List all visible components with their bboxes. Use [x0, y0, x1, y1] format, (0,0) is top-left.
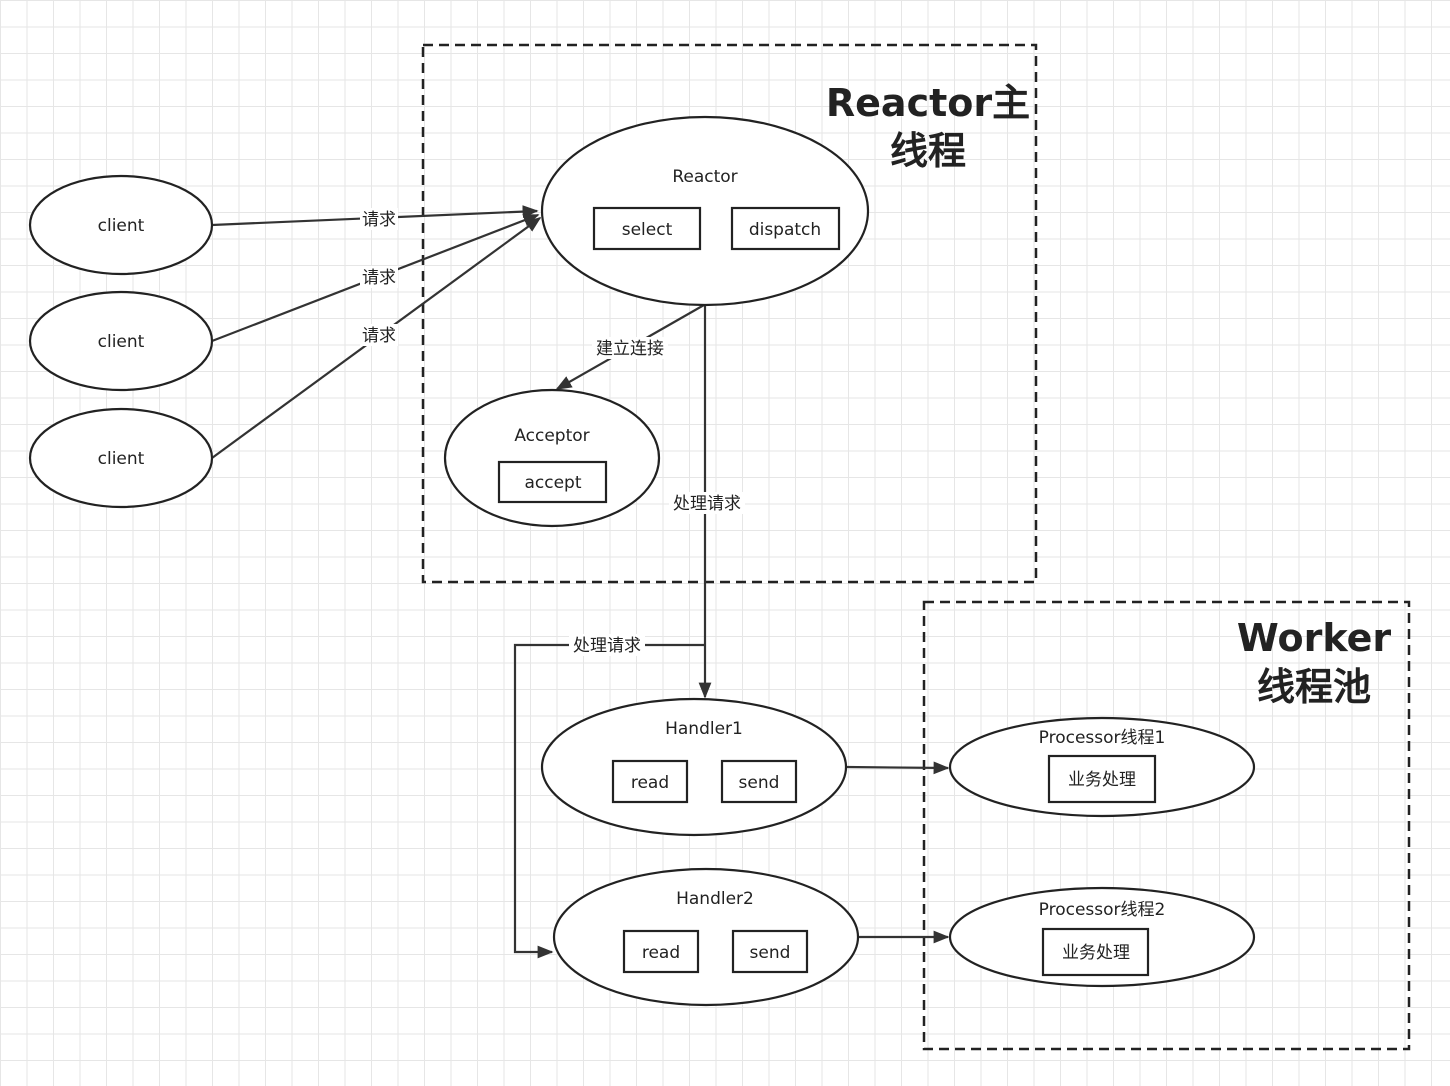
reactor-main-thread-border: [421, 43, 1038, 584]
accept-label: accept: [524, 473, 581, 493]
processor1-node: Processor线程1 业务处理: [948, 716, 1256, 818]
dispatch-label: dispatch: [749, 220, 821, 240]
handler1-send-label: send: [739, 773, 780, 793]
handler2-node: Handler2 read send: [552, 867, 860, 1007]
handler2-read-label: read: [642, 943, 680, 963]
acceptor-node: Acceptor accept: [443, 388, 661, 528]
edge-label-process-branch: 处理请求: [573, 636, 641, 656]
client-node-3: client: [28, 407, 214, 509]
client-label: client: [98, 332, 145, 352]
reactor-main-thread-group: Reactor主 线程: [421, 43, 1038, 584]
dispatch-box: [730, 206, 841, 251]
accept-box: [497, 460, 608, 504]
handler1-read-box: [611, 759, 689, 804]
edge-label-request3: 请求: [362, 326, 396, 346]
client-label: client: [98, 449, 145, 469]
handler2-send-label: send: [750, 943, 791, 963]
reactor-node: Reactor select dispatch: [540, 115, 870, 307]
edge-handler1-processor1: [846, 761, 950, 775]
select-label: select: [622, 220, 673, 240]
edge-label-connect: 建立连接: [596, 339, 664, 359]
handler1-node: Handler1 read send: [540, 697, 848, 837]
handler2-label: Handler2: [676, 889, 754, 909]
worker-thread-pool-title-line2: 线程池: [1257, 665, 1371, 709]
processor2-task-box: [1041, 927, 1150, 977]
client-node-2: client: [28, 290, 214, 392]
worker-thread-pool-title-line1: Worker: [1237, 616, 1391, 660]
handler1-read-label: read: [631, 773, 669, 793]
edge-label-request1: 请求: [362, 210, 396, 230]
edge-labels: 请求 请求 请求 建立连接 处理请求 处理请求: [360, 208, 745, 656]
processor1-task-box: [1047, 754, 1157, 804]
select-box: [592, 206, 702, 251]
processor2-task-label: 业务处理: [1062, 943, 1130, 963]
reactor-main-thread-title-line1: Reactor主: [826, 81, 1030, 125]
processor2-node: Processor线程2 业务处理: [948, 886, 1256, 988]
edge-label-process-main: 处理请求: [673, 494, 741, 514]
acceptor-label: Acceptor: [514, 426, 589, 446]
edge-label-request2: 请求: [362, 268, 396, 288]
client-node-1: client: [28, 174, 214, 276]
processor1-label: Processor线程1: [1039, 728, 1166, 748]
worker-thread-pool-border: [922, 600, 1411, 1051]
processor2-label: Processor线程2: [1039, 900, 1166, 920]
handler1-send-box: [720, 759, 798, 804]
reactor-label: Reactor: [672, 167, 737, 187]
processor1-task-label: 业务处理: [1068, 770, 1136, 790]
reactor-main-thread-title-line2: 线程: [890, 129, 966, 173]
client-label: client: [98, 216, 145, 236]
handler2-read-box: [622, 929, 700, 974]
worker-thread-pool-group: Worker 线程池: [922, 600, 1411, 1051]
handler2-send-box: [731, 929, 809, 974]
handler1-label: Handler1: [665, 719, 743, 739]
